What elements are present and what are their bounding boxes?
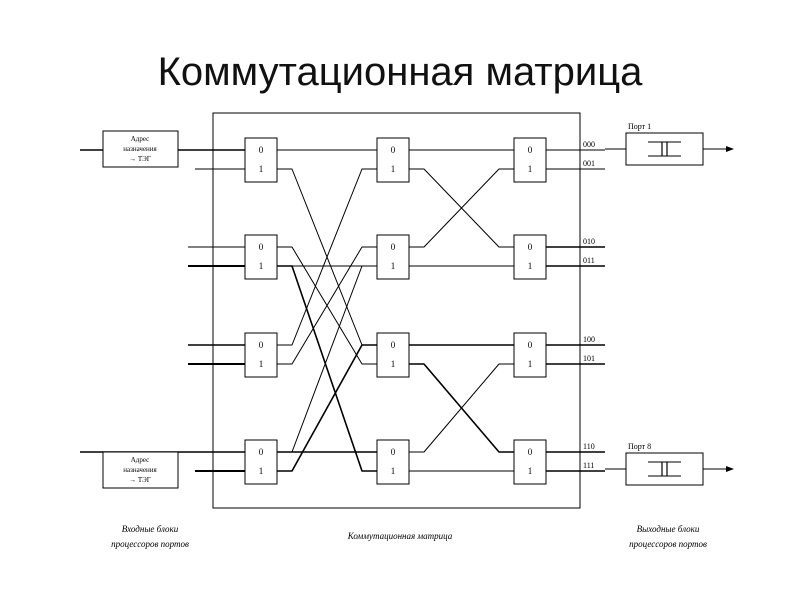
switch-port-1-label: 1 [259, 359, 264, 369]
crossover-line [409, 168, 514, 248]
switch-port-0-label: 0 [528, 242, 533, 252]
switch-port-0-label: 0 [259, 447, 264, 457]
switch-port-0-label: 0 [391, 340, 396, 350]
switch-port-1-label: 1 [391, 261, 396, 271]
switch-port-0-label: 0 [391, 242, 396, 252]
switch-element [513, 332, 547, 378]
address-block-line1: Адрес [131, 135, 150, 143]
switch-element [513, 234, 547, 280]
switch-element [244, 332, 278, 378]
switch-port-0-label: 0 [528, 340, 533, 350]
output-code: 111 [583, 461, 594, 470]
address-block [102, 451, 179, 489]
address-block-line3: → ТЭГ [129, 476, 151, 484]
switch-port-1-label: 1 [259, 164, 264, 174]
output-code: 100 [583, 335, 595, 344]
switch-element [376, 137, 410, 183]
caption-output-line2: процессоров портов [629, 539, 707, 549]
crossover-line [277, 246, 377, 365]
switch-port-1-label: 1 [391, 359, 396, 369]
caption-output-line1: Выходные блоки [637, 524, 700, 534]
arrow-icon [726, 466, 734, 472]
address-block [102, 130, 179, 168]
output-code: 001 [583, 159, 595, 168]
switch-port-0-label: 0 [259, 340, 264, 350]
switch-port-1-label: 1 [528, 261, 533, 271]
switch-port-1-label: 1 [528, 164, 533, 174]
diagram-texts: 0000010100111001011101110101010101010101… [111, 122, 707, 549]
switch-port-1-label: 1 [259, 261, 264, 271]
crossover-line [277, 265, 377, 453]
switch-element [376, 332, 410, 378]
caption-input-line1: Входные блоки [122, 524, 179, 534]
address-block-line2: назначения [123, 145, 157, 153]
switch-element [376, 234, 410, 280]
switch-port-0-label: 0 [528, 145, 533, 155]
switch-element [513, 137, 547, 183]
arrow-icon [726, 146, 734, 152]
caption-input-line2: процессоров портов [111, 539, 189, 549]
switch-port-1-label: 1 [528, 359, 533, 369]
output-code: 101 [583, 354, 595, 363]
switch-element [244, 439, 278, 485]
switch-element [513, 439, 547, 485]
switch-element [244, 137, 278, 183]
switch-port-0-label: 0 [528, 447, 533, 457]
slide-title: Коммутационная матрица [157, 50, 643, 94]
crossover-line [277, 168, 377, 346]
diagram-boxes [102, 112, 734, 509]
connection-lines [80, 148, 726, 472]
address-block-line2: назначения [123, 466, 157, 474]
switch-port-1-label: 1 [259, 466, 264, 476]
port-label: Порт 8 [628, 442, 651, 451]
switch-element [244, 234, 278, 280]
crossover-line [409, 363, 514, 453]
port-label: Порт 1 [628, 122, 651, 131]
crossover-line [277, 344, 377, 472]
switch-element [376, 439, 410, 485]
switch-port-1-label: 1 [391, 164, 396, 174]
address-block-line3: → ТЭГ [129, 155, 151, 163]
crossover-line [277, 265, 377, 472]
matrix-frame [212, 112, 581, 509]
switch-port-1-label: 1 [391, 466, 396, 476]
caption-matrix: Коммутационная матрица [347, 531, 453, 541]
switch-port-0-label: 0 [259, 145, 264, 155]
switch-port-0-label: 0 [259, 242, 264, 252]
output-code: 000 [583, 140, 595, 149]
address-block-line1: Адрес [131, 456, 150, 464]
switch-port-0-label: 0 [391, 145, 396, 155]
switch-port-0-label: 0 [391, 447, 396, 457]
output-port-block [625, 132, 704, 166]
output-code: 011 [583, 256, 595, 265]
output-code: 010 [583, 237, 595, 246]
output-port-block [625, 452, 704, 486]
output-code: 110 [583, 442, 595, 451]
switch-port-1-label: 1 [528, 466, 533, 476]
